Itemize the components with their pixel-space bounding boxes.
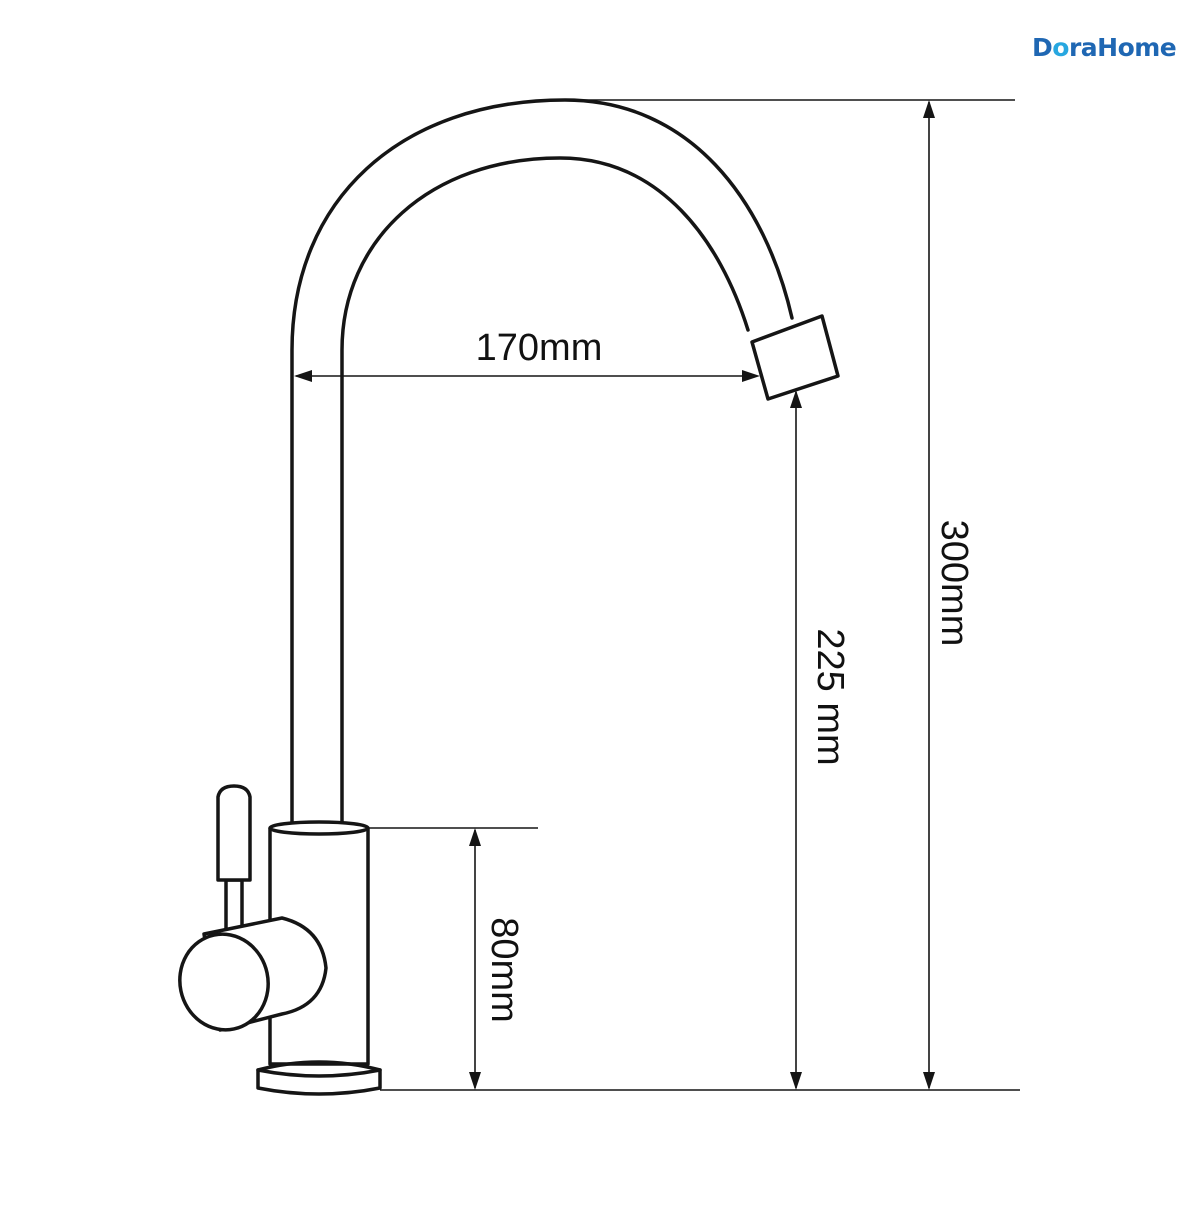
faucet-outline <box>178 98 840 1096</box>
base-flange-top <box>256 1060 382 1072</box>
body-top-ellipse <box>268 820 370 836</box>
logo-letter-d: D <box>1032 33 1053 62</box>
spout-inner-curve <box>340 156 750 830</box>
reach-label: 170mm <box>476 327 603 369</box>
logo-water-drop: o <box>1052 33 1069 62</box>
spout-height-arrow-bottom <box>790 1072 802 1090</box>
lever-grip <box>216 784 252 882</box>
total-height-arrow-bottom <box>923 1072 935 1090</box>
handle-knob-face <box>178 932 270 1032</box>
body-height-label: 80mm <box>483 917 525 1023</box>
body-height-arrow-bottom <box>469 1072 481 1090</box>
body-height-arrow-top <box>469 828 481 846</box>
reach-arrow-right <box>742 370 760 382</box>
total-height-arrow-top <box>923 100 935 118</box>
base-flange <box>256 1068 382 1096</box>
reach-arrow-left <box>294 370 312 382</box>
logo-text: raHome <box>1068 33 1177 62</box>
spout-outer-curve <box>290 98 794 830</box>
total-height-label: 300mm <box>933 520 975 647</box>
spout-height-label: 225 mm <box>809 628 851 765</box>
brand-logo: DoraHome <box>1032 33 1177 62</box>
dimension-lines <box>294 99 1020 1091</box>
spout-aerator <box>750 314 840 401</box>
spout-height-arrow-top <box>790 390 802 408</box>
